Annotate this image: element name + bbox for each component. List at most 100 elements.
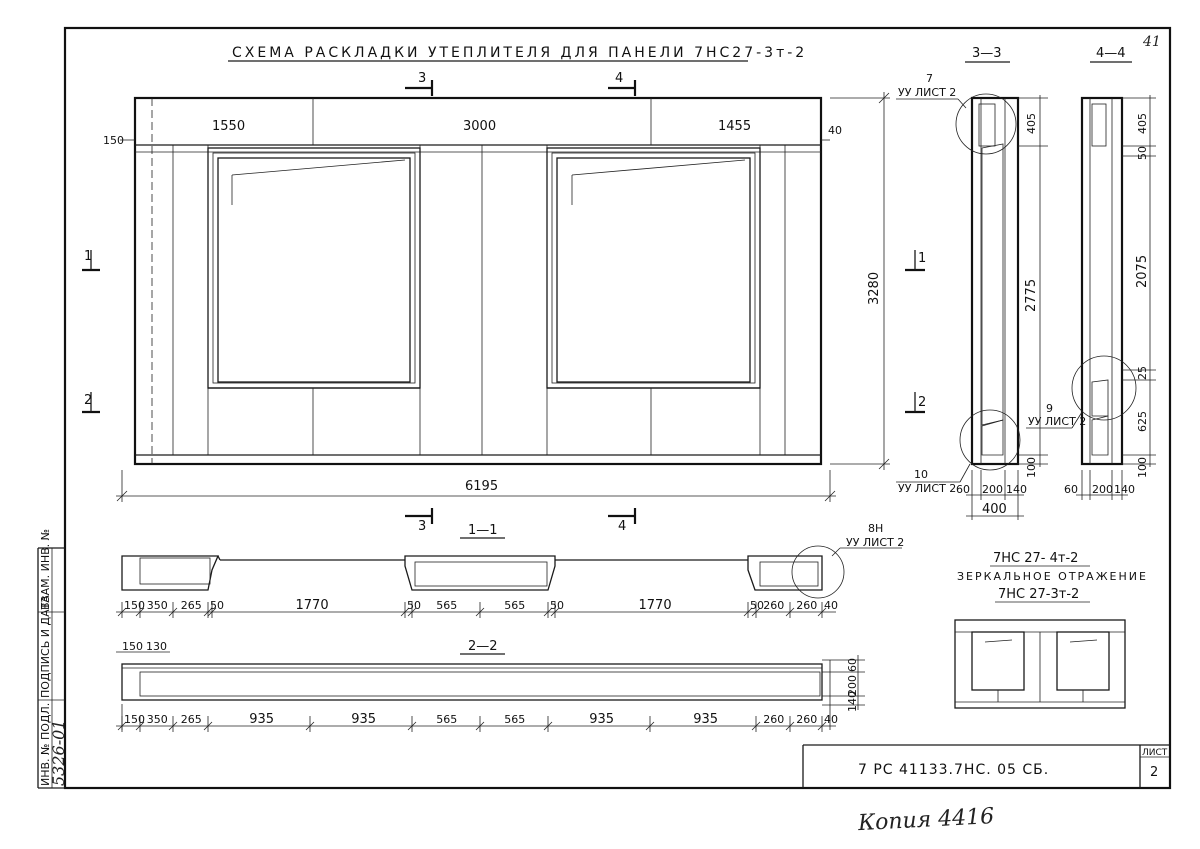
svg-text:3: 3 [418,71,426,86]
dimension-value: 565 [504,713,525,726]
drawing-title: СХЕМА РАСКЛАДКИ УТЕПЛИТЕЛЯ ДЛЯ ПАНЕЛИ 7Н… [232,45,807,61]
side-stamp: ВЗАМ. ИНВ. № ПОДПИСЬ И ДАТА ИНВ. № ПОДЛ.… [39,529,68,786]
dimension-value: 50 [750,599,764,612]
section-1-1: 1—1 8Н УУ ЛИСТ 2 [116,522,904,613]
dim-height: 3280 [867,272,882,305]
svg-text:УУ ЛИСТ 2: УУ ЛИСТ 2 [846,536,904,549]
dimension-value: 150 [124,599,145,612]
svg-text:25: 25 [1136,366,1149,380]
svg-text:УУ ЛИСТ 2: УУ ЛИСТ 2 [898,482,956,495]
svg-text:2: 2 [84,393,92,408]
dimension-value: 150 [124,713,145,726]
dim-right-40: 40 [828,124,842,137]
section-3-3-label: 3—3 [972,46,1002,61]
svg-text:150: 150 [122,640,143,653]
svg-text:УУ ЛИСТ 2: УУ ЛИСТ 2 [1028,415,1086,428]
dimension-value: 350 [147,599,168,612]
svg-text:4: 4 [618,519,626,534]
dimension-value: 265 [181,713,202,726]
dimension-value: 40 [824,713,838,726]
section-4-4: 4—4 9 УУ ЛИСТ 2 405 50 2075 25 625 100 6… [1026,46,1156,500]
section-2-2: 2—2 150 130 60 200 140 [116,639,865,730]
handwritten-note: Копия 4416 [856,804,994,836]
mirror-note: 7НС 27- 4т-2 ЗЕРКАЛЬНОЕ ОТРАЖЕНИЕ 7НС 27… [957,551,1148,603]
dimension-value: 935 [351,712,376,727]
svg-text:2: 2 [918,395,926,410]
dimension-value: 260 [763,713,784,726]
svg-text:ЗЕРКАЛЬНОЕ ОТРАЖЕНИЕ: ЗЕРКАЛЬНОЕ ОТРАЖЕНИЕ [957,570,1148,583]
svg-text:405: 405 [1136,113,1149,134]
dimension-value: 935 [249,712,274,727]
svg-text:1: 1 [84,249,92,264]
svg-text:4: 4 [615,71,623,86]
section-1-1-label: 1—1 [468,523,498,538]
svg-text:140: 140 [1114,483,1135,496]
svg-text:9: 9 [1046,402,1053,415]
dim-width: 6195 [465,479,498,494]
dimension-value: 260 [763,599,784,612]
dimension-value: 260 [796,599,817,612]
svg-text:60: 60 [1064,483,1078,496]
dimension-value: 565 [504,599,525,612]
svg-text:7НС 27-3т-2: 7НС 27-3т-2 [998,587,1079,602]
elevation-dimensions: 1550 3000 1455 150 40 3280 6195 [103,92,890,502]
side-stamp-vzam: ВЗАМ. ИНВ. № [39,529,52,610]
svg-text:200: 200 [1092,483,1113,496]
panel-elevation [133,96,823,466]
stamp-sheet-label: ЛИСТ [1142,748,1168,758]
svg-text:7: 7 [926,72,933,85]
cut-markers: 3 4 3 4 1 2 1 2 [82,71,926,534]
dimension-value: 50 [407,599,421,612]
dimension-value: 565 [436,599,457,612]
svg-text:140: 140 [846,691,859,712]
svg-text:400: 400 [982,502,1007,517]
dimension-value: 50 [550,599,564,612]
side-stamp-inv-podl: ИНВ. № ПОДЛ. [39,703,52,786]
svg-text:2075: 2075 [1135,255,1150,288]
side-stamp-podpis: ПОДПИСЬ И ДАТА [39,595,52,698]
stamp-sheet-number: 2 [1150,765,1158,780]
svg-text:УУ ЛИСТ 2: УУ ЛИСТ 2 [898,86,956,99]
svg-text:625: 625 [1136,411,1149,432]
svg-text:100: 100 [1136,457,1149,478]
svg-text:140: 140 [1006,483,1027,496]
title-block: 7 РС 41133.7НС. 05 СБ. ЛИСТ 2 [802,744,1170,788]
svg-text:130: 130 [146,640,167,653]
dimension-value: 265 [181,599,202,612]
svg-text:3: 3 [418,519,426,534]
dim-top-right: 1455 [718,119,751,134]
dimension-value: 935 [589,712,614,727]
svg-text:200: 200 [846,675,859,696]
svg-text:2775: 2775 [1024,279,1039,312]
svg-text:60: 60 [846,658,859,672]
dimension-value: 1770 [639,598,672,613]
dimension-value: 50 [210,599,224,612]
svg-text:8Н: 8Н [868,522,883,535]
svg-text:405: 405 [1025,113,1038,134]
sheet-frame [37,26,1172,790]
svg-text:100: 100 [1025,457,1038,478]
dimension-value: 40 [824,599,838,612]
side-stamp-inv-number: 5326-01 [49,720,68,786]
page-corner-number: 41 [1142,34,1161,50]
dim-top-left: 1550 [212,119,245,134]
section-4-4-label: 4—4 [1096,46,1126,61]
svg-text:50: 50 [1136,146,1149,160]
svg-text:10: 10 [914,468,928,481]
dim-left-150: 150 [103,134,124,147]
stamp-code: 7 РС 41133.7НС. 05 СБ. [858,762,1049,778]
dimension-value: 935 [693,712,718,727]
dimension-value: 350 [147,713,168,726]
svg-text:1: 1 [918,251,926,266]
svg-text:7НС 27- 4т-2: 7НС 27- 4т-2 [993,551,1078,566]
section-2-2-label: 2—2 [468,639,498,654]
svg-text:200: 200 [982,483,1003,496]
dimension-value: 565 [436,713,457,726]
dimension-value: 1770 [296,598,329,613]
mirror-thumbnail [954,619,1126,709]
dimension-value: 260 [796,713,817,726]
dim-top-mid: 3000 [463,119,496,134]
